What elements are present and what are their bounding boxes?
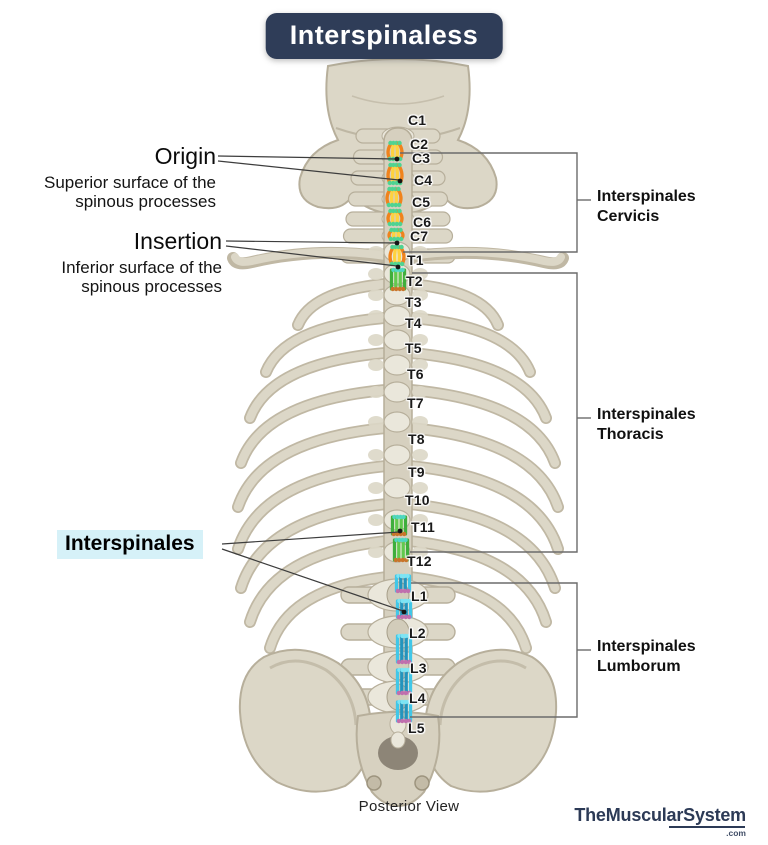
brand-suffix: .com <box>726 828 746 838</box>
attachment-dots <box>394 156 407 615</box>
vertebra-label-T5: T5 <box>405 340 422 356</box>
interspinales-muscles <box>385 140 413 724</box>
first-ribs <box>227 246 569 270</box>
vertebra-label-T9: T9 <box>408 464 425 480</box>
brand-underline <box>669 826 745 828</box>
muscle-segment-lumbar <box>395 598 413 620</box>
vertebra-label-T8: T8 <box>408 431 425 447</box>
vertebra-label-C3: C3 <box>412 150 431 166</box>
insertion-annotation: Insertion Inferior surface of the spinou… <box>0 228 222 296</box>
muscle-segment-lumbar <box>394 573 412 594</box>
vertebra-label-T2: T2 <box>406 273 423 289</box>
vertebra-label-L2: L2 <box>409 625 426 641</box>
origin-label: Origin <box>154 143 216 169</box>
vertebra-label-L4: L4 <box>409 690 426 706</box>
vertebra-label-T3: T3 <box>405 294 422 310</box>
vertebra-label-C7: C7 <box>410 228 429 244</box>
page-title: Interspinaless <box>265 13 503 59</box>
muscle-segment-thoracic <box>392 537 410 563</box>
vertebra-label-T7: T7 <box>407 395 424 411</box>
brand-logo: TheMuscularSystem .com <box>574 806 746 838</box>
muscle-segment-lumbar <box>395 633 413 665</box>
vertebra-label-T4: T4 <box>405 315 422 331</box>
muscle-segment-lumbar <box>395 667 413 696</box>
vertebra-label-T11: T11 <box>411 519 435 535</box>
muscle-segment-cervical <box>386 208 404 227</box>
pointer-lines <box>217 155 404 612</box>
muscle-segment-lumbar <box>395 699 413 724</box>
vertebra-label-C2: C2 <box>410 136 429 152</box>
vertebra-label-C5: C5 <box>412 194 431 210</box>
bracket-thoracis <box>410 272 591 553</box>
insertion-label: Insertion <box>133 228 222 254</box>
bracket-lumborum <box>410 582 591 718</box>
label-interspinales-cervicis: Interspinales Cervicis <box>597 188 696 225</box>
vertebra-label-L1: L1 <box>411 588 428 604</box>
ribcage <box>232 277 564 654</box>
view-caption: Posterior View <box>358 798 460 815</box>
insertion-description: Inferior surface of the spinous processe… <box>61 258 222 296</box>
lumbar-vertebrae <box>340 578 456 744</box>
muscle-segment-cervical <box>388 244 406 267</box>
vertebra-label-T6: T6 <box>407 366 424 382</box>
vertebra-label-T12: T12 <box>407 553 432 569</box>
muscle-segment-cervical <box>386 162 404 186</box>
muscle-segment-cervical <box>387 227 405 242</box>
interspinales-highlight-label: Interspinales <box>57 530 203 559</box>
origin-annotation: Origin Superior surface of the spinous p… <box>0 143 216 211</box>
vertebra-label-T1: T1 <box>407 252 424 268</box>
pelvis <box>238 648 558 808</box>
origin-description: Superior surface of the spinous processe… <box>44 173 216 211</box>
bracket-cervicis <box>400 152 591 253</box>
muscle-segment-cervical <box>385 186 403 208</box>
vertebra-label-T10: T10 <box>405 492 430 508</box>
brand-name: TheMuscularSystem <box>574 805 746 825</box>
vertebra-label-C4: C4 <box>414 172 433 188</box>
muscle-segment-thoracic <box>389 267 407 292</box>
label-interspinales-lumborum: Interspinales Lumborum <box>597 638 696 675</box>
vertebra-label-C1: C1 <box>408 112 427 128</box>
vertebra-label-L5: L5 <box>408 720 425 736</box>
annotation-overlay <box>217 152 591 718</box>
vertebra-label-C6: C6 <box>413 214 432 230</box>
vertebra-label-L3: L3 <box>410 660 427 676</box>
label-interspinales-thoracis: Interspinales Thoracis <box>597 406 696 443</box>
